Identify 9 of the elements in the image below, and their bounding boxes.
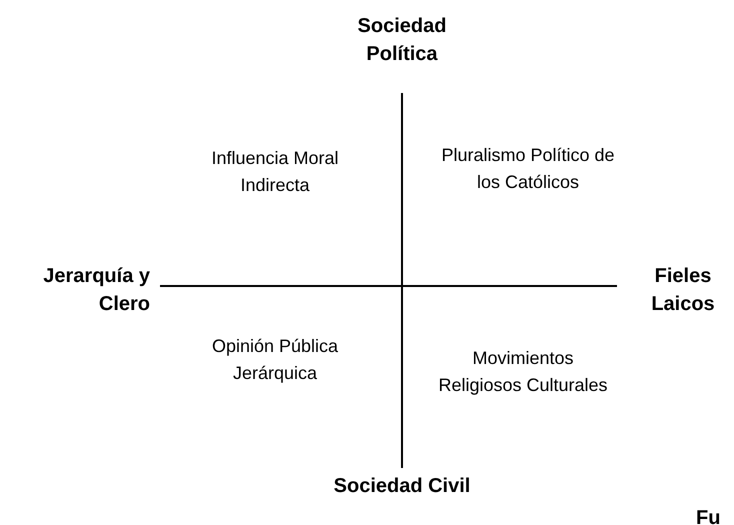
axis-label: Jerarquía y Clero [42,264,150,317]
quadrant-label: Opinión Pública Jerárquica [210,335,340,385]
quadrant-label: Pluralismo Político de los Católicos [440,144,616,194]
quadrant-label: Influencia Moral Indirecta [210,147,340,197]
axis-label: Fieles Laicos [650,264,716,317]
cut-off-text: Fu [696,506,722,525]
axis-label: Sociedad Política [356,14,448,67]
axis-label: Sociedad Civil [332,474,472,499]
quadrant-label: Movimientos Religiosos Culturales [438,347,608,397]
